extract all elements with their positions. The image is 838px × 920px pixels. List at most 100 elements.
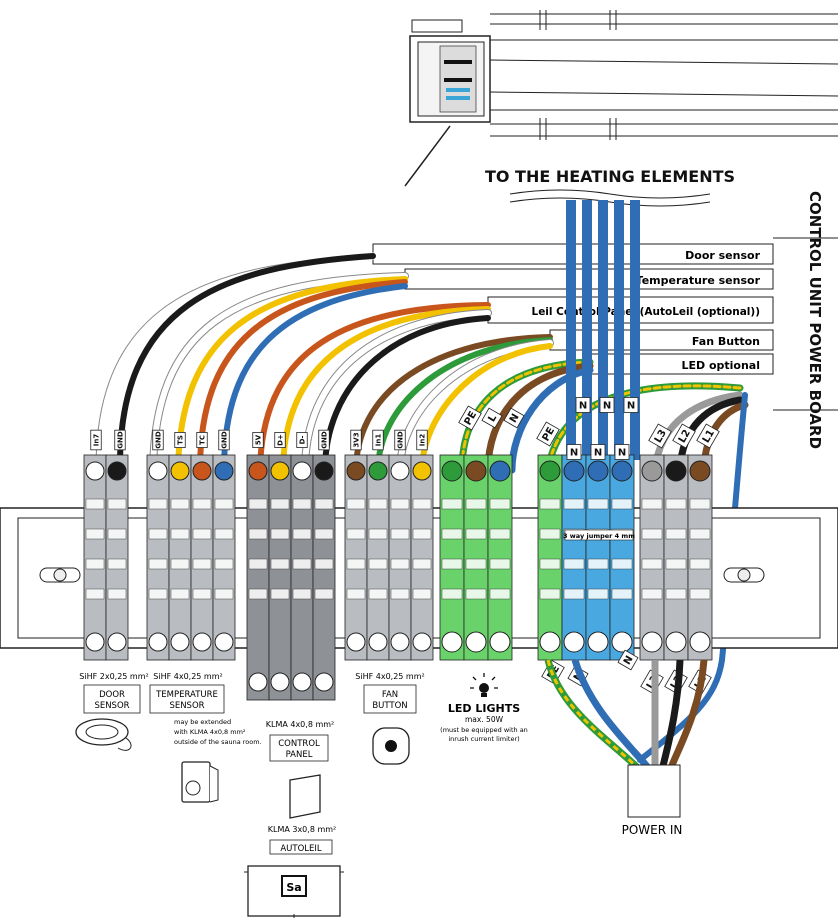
temperature-sensor-icon <box>181 761 219 803</box>
temp-cable-label: SiHF 4x0,25 mm² <box>153 672 222 681</box>
panel-wire-tag-text: D+ <box>276 434 284 446</box>
door-wire-tag: GND <box>114 429 126 451</box>
panel-terminal <box>268 454 292 701</box>
temp-wire-tag-text: TC <box>198 435 206 445</box>
control-unit-top-view <box>404 10 838 187</box>
control-panel-icon <box>289 774 321 819</box>
led-max: max. 50W <box>465 715 504 724</box>
temp-wire-tag-text: GND <box>220 431 228 449</box>
autoleil-icon: Sa <box>244 865 344 918</box>
fan-wire-tag-text: 3V3 <box>352 432 360 447</box>
temp-wire-tag: TC <box>196 432 208 448</box>
neutral-mid-tag-text: N <box>570 448 578 459</box>
pe-terminal <box>537 454 563 661</box>
neutral-top-tag-text: N <box>627 401 635 412</box>
panel-wire-tag: D- <box>296 432 308 448</box>
phase-terminal <box>687 454 713 661</box>
temp-name-2: SENSOR <box>169 701 204 711</box>
panel-cable-label: KLMA 4x0,8 mm² <box>266 720 335 729</box>
led-terminal <box>439 454 465 661</box>
temp-note-1: may be extended <box>174 718 231 726</box>
temp-note-3: outside of the sauna room. <box>174 738 262 746</box>
control-unit-board-title: CONTROL UNIT POWER BOARD <box>806 191 824 449</box>
fan-terminal <box>410 454 434 661</box>
phase-top-tag: L1 <box>696 423 720 449</box>
terminal-blocks <box>83 454 713 701</box>
door-name-1: DOOR <box>99 690 125 700</box>
temp-wire-tag-text: GND <box>154 431 162 449</box>
fan-wire-tag-text: In2 <box>418 434 426 447</box>
door-sensor-label: Door sensor <box>685 249 760 262</box>
neutral-mid-tag: N <box>614 444 630 460</box>
bottom-wire-tag: N <box>617 649 639 671</box>
autoleil-name: AUTOLEIL <box>280 844 322 854</box>
neutral-mid-tag-text: N <box>594 448 602 459</box>
fan-wire-tag: In2 <box>416 429 428 451</box>
led-title: LED LIGHTS <box>448 702 520 715</box>
led-note-2: inrush current limiter) <box>448 735 519 743</box>
fan-name-1: FAN <box>382 690 398 700</box>
led-wire-tag: N <box>503 407 525 429</box>
temp-note-2: with KLMA 4x0,8 mm² <box>174 728 246 736</box>
jumper-label: 3 way jumper 4 mm <box>563 532 635 540</box>
neutral-terminal <box>609 454 635 661</box>
phase-top-tag: L2 <box>672 423 696 449</box>
fan-terminal <box>388 454 412 661</box>
temp-terminal <box>168 454 192 661</box>
temp-terminal <box>212 454 236 661</box>
panel-terminal <box>312 454 336 701</box>
phase-top-tag: L3 <box>648 423 672 449</box>
pe-wire-tag: PE <box>536 421 560 447</box>
fan-name-2: BUTTON <box>372 701 407 711</box>
door-wire-tag-text: In7 <box>92 434 100 447</box>
led-terminal <box>487 454 513 661</box>
led-optional-label: LED optional <box>681 359 760 372</box>
temp-wire-tag: GND <box>152 429 164 451</box>
led-bulb-icon <box>470 673 498 697</box>
door-cable-label: SiHF 2x0,25 mm² <box>79 672 148 681</box>
power-in-label: POWER IN <box>622 823 683 837</box>
neutral-top-tag-text: N <box>603 401 611 412</box>
panel-wire-tag: GND <box>318 429 330 451</box>
neutral-mid-tag: N <box>590 444 606 460</box>
temperature-sensor-label: Temperature sensor <box>636 274 761 287</box>
phase-terminal <box>663 454 689 661</box>
door-terminal <box>105 454 129 661</box>
temp-name-1: TEMPERATURE <box>155 690 218 700</box>
neutral-top-tag-text: N <box>579 401 587 412</box>
phase-terminal <box>639 454 665 661</box>
panel-wire-tag-text: GND <box>320 431 328 449</box>
panel-wire-tag-text: 5V <box>254 434 262 445</box>
temp-wire-tag-text: TS <box>176 435 184 445</box>
panel-wire-tag: 5V <box>252 432 264 448</box>
neutral-top-tag: N <box>623 397 639 413</box>
door-wire-tag-text: GND <box>116 431 124 449</box>
heating-elements-title: TO THE HEATING ELEMENTS <box>485 167 735 186</box>
neutral-terminal <box>585 454 611 661</box>
temp-wire-tag: GND <box>218 429 230 451</box>
fan-button-label: Fan Button <box>692 335 760 348</box>
panel-wire-tag-text: D- <box>298 435 306 444</box>
heating-wires <box>566 200 640 460</box>
fan-wire-tag-text: GND <box>396 431 404 449</box>
led-terminal <box>463 454 489 661</box>
autoleil-logo: Sa <box>286 881 301 894</box>
fan-wire-tag: GND <box>394 429 406 451</box>
power-in-cable <box>544 658 708 818</box>
panel-wire-tag: D+ <box>274 432 286 448</box>
fan-terminal <box>344 454 368 661</box>
door-wire-tag: In7 <box>90 429 102 451</box>
temp-terminal <box>146 454 170 661</box>
autoleil-cable-label: KLMA 3x0,8 mm² <box>268 825 337 834</box>
neutral-mid-tag: N <box>566 444 582 460</box>
door-name-2: SENSOR <box>94 701 129 711</box>
temp-wire-tag: TS <box>174 432 186 448</box>
neutral-top-tag: N <box>599 397 615 413</box>
fan-terminal <box>366 454 390 661</box>
led-wire-tag: L <box>481 407 503 429</box>
door-terminal <box>83 454 107 661</box>
neutral-top-tag: N <box>575 397 591 413</box>
panel-name-1: CONTROL <box>278 739 320 749</box>
fan-button-icon <box>372 727 410 765</box>
